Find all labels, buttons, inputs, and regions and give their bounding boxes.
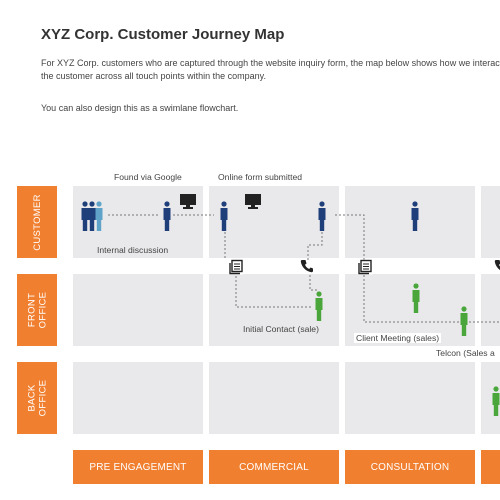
cell-customer-commercial: [209, 186, 339, 258]
customer-figure-icon: [163, 201, 171, 231]
annotation-telcon: Telcon (Sales a: [434, 348, 497, 358]
lane-label-customer: CUSTOMER: [17, 186, 57, 258]
phone-icon: [300, 260, 313, 273]
cell-back-office-commercial: [209, 362, 339, 434]
connector-customer-to-phone: [307, 228, 323, 260]
annotation-internal-discussion: Internal discussion: [97, 245, 169, 255]
phone-icon: [494, 260, 500, 271]
intro-text: For XYZ Corp. customers who are captured…: [41, 57, 500, 82]
cell-back-office-consultation: [345, 362, 475, 434]
cell-front-office-pre-engagement: [73, 274, 203, 346]
customer-group-icon: [81, 201, 103, 231]
staff-figure-icon: [412, 283, 420, 313]
computer-monitor-icon: [180, 194, 196, 209]
page-title: XYZ Corp. Customer Journey Map: [41, 26, 285, 43]
lane-label-back-office: BACK OFFICE: [17, 362, 57, 434]
intro-line-2: the customer across all touch points wit…: [41, 70, 266, 81]
connector-phone-to-staff: [309, 275, 317, 291]
connector-customer2-down: [335, 214, 365, 260]
intro-line-1: For XYZ Corp. customers who are captured…: [41, 58, 500, 68]
computer-monitor-icon: [245, 194, 261, 209]
cell-customer-consultation: [345, 186, 475, 258]
cell-back-office-pre-engagement: [73, 362, 203, 434]
staff-figure-icon: [460, 306, 468, 336]
cell-customer-next: [481, 186, 500, 258]
phase-next: [481, 450, 500, 484]
customer-figure-icon: [411, 201, 419, 231]
cell-front-office-next: [481, 274, 500, 346]
staff-figure-icon: [315, 291, 323, 321]
lane-label-front-office: FRONT OFFICE: [17, 274, 57, 346]
annotation-found-via-google: Found via Google: [114, 172, 182, 182]
annotation-client-meeting: Client Meeting (sales): [354, 333, 442, 343]
document-icon: [357, 259, 373, 275]
phase-commercial: COMMERCIAL: [209, 450, 339, 484]
connector-to-client-meeting: [363, 275, 500, 323]
staff-figure-icon: [492, 386, 500, 416]
intro-line-3: You can also design this as a swimlane f…: [41, 103, 239, 113]
phase-pre-engagement: PRE ENGAGEMENT: [73, 450, 203, 484]
customer-figure-icon: [318, 201, 326, 231]
annotation-online-form: Online form submitted: [218, 172, 303, 182]
customer-figure-icon: [220, 201, 228, 231]
connector-to-initial-contact: [235, 268, 312, 308]
annotation-initial-contact: Initial Contact (sale): [243, 324, 319, 334]
document-icon: [228, 259, 244, 275]
phase-consultation: CONSULTATION: [345, 450, 475, 484]
